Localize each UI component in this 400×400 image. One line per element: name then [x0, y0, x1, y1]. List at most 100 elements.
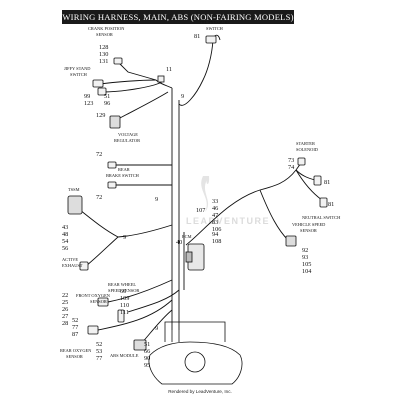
voltage-regulator-wire — [119, 91, 169, 119]
callout-108: 108 — [212, 238, 221, 245]
label-rear-wheel-2: SPEED SENSOR — [108, 288, 139, 293]
callout-95: 95 — [144, 362, 150, 369]
callout-27: 27 — [62, 313, 68, 320]
callout-105: 105 — [302, 261, 311, 268]
front-o2-connector — [97, 297, 109, 307]
neutral-switch-connector-b — [319, 197, 328, 208]
callout-106: 106 — [212, 226, 221, 233]
rear-o2-connector — [87, 325, 99, 335]
callout-25: 25 — [62, 299, 68, 306]
neutral-wire-a — [295, 169, 316, 181]
label-active-exhaust-2: EXHAUST — [62, 263, 83, 268]
engine-outline — [148, 321, 243, 385]
callout-77-rear: 77 — [96, 355, 102, 362]
callout-51-abs: 51 — [144, 341, 150, 348]
jiffy-switch-connector — [92, 79, 104, 88]
callout-56: 56 — [62, 245, 68, 252]
right-branch-wire — [185, 169, 297, 246]
callout-numbers: 128 130 131 81 11 99 123 51 96 129 72 72… — [62, 33, 334, 369]
watermark-logo: LEADVENTURE — [186, 176, 270, 226]
callout-74: 74 — [288, 164, 295, 171]
jiffy-stand-wire — [99, 79, 157, 85]
vss-connector — [285, 235, 297, 247]
callout-60: 60 — [120, 288, 126, 295]
label-vss-2: SENSOR — [300, 228, 317, 233]
label-jiffy-stand-1: JIFFY STAND — [64, 66, 90, 71]
callout-9-left: 9 — [123, 234, 126, 241]
callout-9-mid: 9 — [155, 196, 158, 203]
callout-11: 11 — [166, 66, 172, 73]
callout-28: 28 — [62, 320, 68, 327]
label-starter-1: STARTER — [296, 141, 315, 146]
footer-credit: Rendered by LeadVenture, Inc. — [168, 389, 232, 394]
callout-40: 40 — [176, 239, 182, 246]
callout-123: 123 — [84, 100, 93, 107]
junction-11 — [157, 75, 165, 83]
callout-83: 83 — [212, 219, 218, 226]
tssm-wire — [79, 209, 119, 238]
label-rear-brake-1: REAR — [118, 167, 130, 172]
label-front-o2-2: SENSOR — [90, 299, 107, 304]
callout-72-b: 72 — [96, 194, 102, 201]
rear-wheel-sensor — [117, 309, 125, 323]
active-exhaust-wire — [85, 236, 119, 267]
label-jiffy-stand-2: SWITCH — [70, 72, 88, 77]
callout-9-bottom: 9 — [155, 325, 158, 332]
callout-92: 92 — [302, 247, 308, 254]
callout-104: 104 — [302, 268, 312, 275]
callout-130: 130 — [99, 51, 108, 58]
callout-128: 128 — [99, 44, 108, 51]
label-starter-2: SOLENOID — [296, 147, 318, 152]
callout-94: 94 — [212, 231, 219, 238]
callout-9-top: 9 — [181, 93, 184, 100]
callout-109: 109 — [120, 295, 129, 302]
label-front-o2-1: FRONT OXYGEN — [76, 293, 111, 298]
starter-solenoid-connector — [297, 157, 306, 166]
rear-o2-wire — [97, 299, 173, 331]
callout-87: 87 — [72, 331, 78, 338]
brake-switch-connector-a — [107, 161, 117, 169]
label-abs-module: ABS MODULE — [110, 353, 139, 358]
callout-47: 47 — [212, 212, 218, 219]
callout-22: 22 — [62, 292, 68, 299]
neutral-switch-connector-a — [313, 175, 322, 186]
label-voltage-regulator-1: VOLTAGE — [118, 132, 138, 137]
watermark-text: LEADVENTURE — [186, 216, 270, 226]
label-tssm: TSSM — [68, 187, 80, 192]
callout-111: 111 — [120, 309, 129, 316]
label-neutral-switch: NEUTRAL SWITCH — [302, 215, 341, 220]
callout-107: 107 — [196, 207, 205, 214]
callout-93: 93 — [302, 254, 308, 261]
left-branch-wire — [117, 224, 173, 238]
callout-26: 26 — [62, 306, 68, 313]
front-o2-wire — [107, 279, 173, 303]
label-crank-position-sensor-1: CRANK POSITION — [88, 26, 125, 31]
oil-switch-wire — [178, 39, 214, 106]
trunk-terminus — [171, 330, 180, 342]
label-crank-position-sensor-2: SENSOR — [96, 32, 113, 37]
callout-54: 54 — [62, 238, 69, 245]
label-oil-pressure-1: OIL PRESSURE — [200, 20, 230, 25]
callout-52-rear: 52 — [96, 341, 102, 348]
callout-43: 43 — [62, 224, 68, 231]
callout-73: 73 — [288, 157, 294, 164]
components — [67, 35, 328, 351]
label-voltage-regulator-2: REGULATOR — [114, 138, 140, 143]
label-rear-brake-2: BRAKE SWITCH — [106, 173, 140, 178]
callout-48: 48 — [62, 231, 68, 238]
callout-53: 53 — [96, 348, 102, 355]
crank-sensor-wire — [117, 61, 157, 81]
diagram-title: WIRING HARNESS, MAIN, ABS (NON-FAIRING M… — [62, 10, 294, 24]
callout-110: 110 — [120, 302, 129, 309]
label-active-exhaust-1: ACTIVE — [62, 257, 78, 262]
callout-129: 129 — [96, 112, 105, 119]
label-rear-wheel-1: REAR WHEEL — [108, 282, 136, 287]
label-vss-1: VEHICLE SPEED — [292, 222, 325, 227]
callout-131: 131 — [99, 58, 108, 65]
flame-icon — [201, 176, 210, 212]
label-ecm: ECM — [182, 234, 192, 239]
callout-99: 99 — [84, 93, 90, 100]
callout-66: 66 — [144, 348, 150, 355]
